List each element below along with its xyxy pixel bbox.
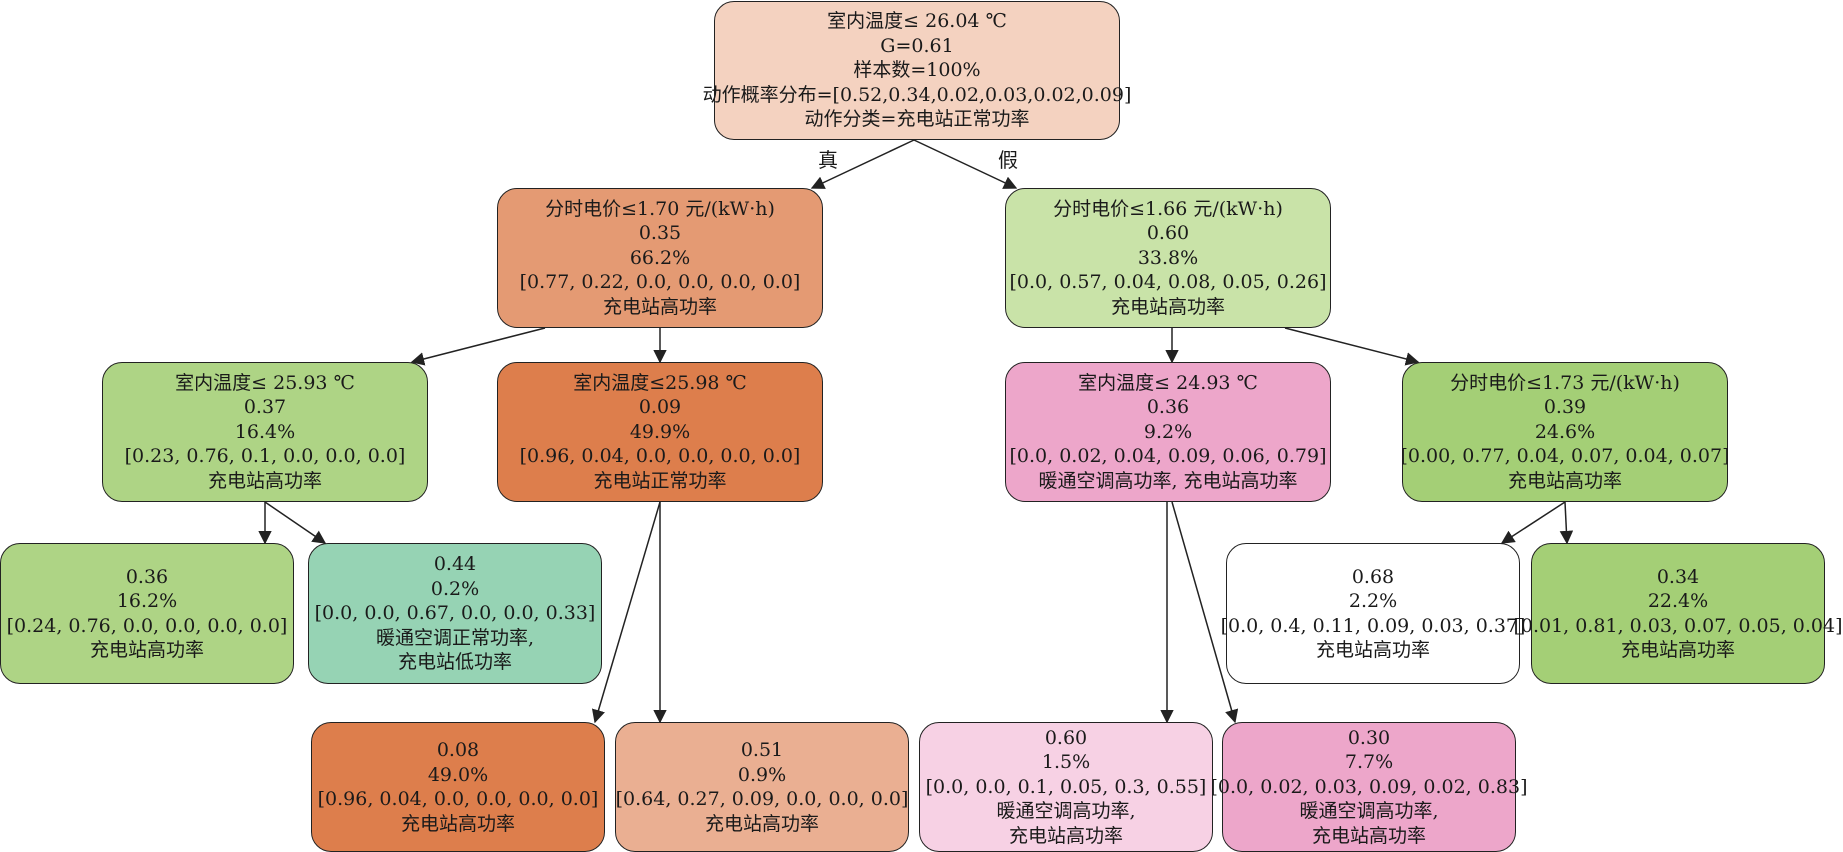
node-text-line: 室内温度≤25.98 ℃: [573, 371, 747, 394]
node-text-line: 49.9%: [629, 420, 691, 443]
node-text-line: 充电站高功率: [1311, 824, 1426, 847]
node-text-line: [0.0, 0.57, 0.04, 0.08, 0.05, 0.26]: [1009, 271, 1327, 294]
node-text-line: 动作分类=充电站正常功率: [804, 108, 1030, 131]
edge-n3-n8: [264, 501, 327, 544]
node-text-line: 0.36: [1146, 396, 1190, 419]
node-text-line: [0.77, 0.22, 0.0, 0.0, 0.0, 0.0]: [519, 271, 801, 294]
node-text-line: 0.36: [125, 565, 169, 588]
node-text-line: 室内温度≤ 25.93 ℃: [175, 371, 355, 394]
node-text-line: 充电站高功率: [400, 812, 515, 835]
node-text-line: 暖通空调高功率,: [996, 800, 1136, 823]
edge-n6-n10: [1559, 501, 1574, 545]
node-text-line: 9.2%: [1143, 420, 1193, 443]
node-text-line: [0.96, 0.04, 0.0, 0.0, 0.0, 0.0]: [519, 445, 801, 468]
edge-label-false: 假: [998, 148, 1018, 172]
node-text-line: 室内温度≤ 24.93 ℃: [1078, 371, 1258, 394]
node-text-line: 充电站高功率: [1620, 639, 1735, 661]
node-text-line: 0.34: [1656, 565, 1700, 588]
node-text-line: 22.4%: [1647, 590, 1709, 612]
node-text-line: 充电站正常功率: [593, 469, 727, 492]
node-text-line: [0.0, 0.02, 0.03, 0.09, 0.02, 0.83]: [1210, 775, 1528, 798]
node-text-line: [0.24, 0.76, 0.0, 0.0, 0.0, 0.0]: [6, 614, 288, 637]
node-text-line: 分时电价≤1.70 元/(kW·h): [545, 197, 775, 220]
node-text-line: 充电站高功率: [704, 812, 819, 835]
node-text-line: 充电站高功率: [89, 639, 204, 661]
node-text-line: 充电站高功率: [207, 469, 322, 492]
node-text-line: [0.0, 0.02, 0.04, 0.09, 0.06, 0.79]: [1009, 445, 1327, 468]
node-text-line: [0.96, 0.04, 0.0, 0.0, 0.0, 0.0]: [317, 788, 599, 810]
node-text-line: 0.30: [1347, 726, 1391, 749]
edge-n4-n11: [591, 501, 661, 724]
node-text-line: 0.37: [243, 396, 287, 419]
node-text-line: 充电站高功率: [602, 295, 717, 318]
node-text-line: 暖通空调高功率,: [1299, 800, 1439, 823]
node-text-line: 动作概率分布=[0.52,0.34,0.02,0.03,0.02,0.09]: [702, 83, 1132, 106]
node-text-line: 49.0%: [427, 763, 489, 786]
node-text-line: 充电站高功率: [1008, 824, 1123, 847]
node-text-line: 充电站高功率: [1110, 295, 1225, 318]
node-text-line: [0.01, 0.81, 0.03, 0.07, 0.05, 0.04]: [1513, 614, 1843, 637]
node-text-line: 暖通空调高功率, 充电站高功率: [1038, 469, 1298, 492]
node-text-line: [0.0, 0.0, 0.67, 0.0, 0.0, 0.33]: [314, 602, 596, 625]
node-text-line: 0.2%: [430, 577, 480, 600]
edge-n5-n14: [1171, 501, 1239, 724]
node-text-line: 1.5%: [1041, 751, 1091, 774]
edge-n0-n2: [913, 139, 1018, 189]
node-text-line: 24.6%: [1534, 420, 1596, 443]
node-text-line: 分时电价≤1.73 元/(kW·h): [1450, 371, 1680, 394]
node-text-line: 0.9%: [737, 763, 787, 786]
node-text-line: 室内温度≤ 26.04 ℃: [827, 10, 1007, 33]
node-text-line: 分时电价≤1.66 元/(kW·h): [1053, 197, 1283, 220]
node-text-line: 暖通空调正常功率,: [375, 626, 535, 649]
node-text-line: 0.44: [433, 553, 477, 576]
node-text-line: 样本数=100%: [853, 59, 981, 82]
node-text-line: [0.0, 0.0, 0.1, 0.05, 0.3, 0.55]: [925, 775, 1207, 798]
node-text-line: G=0.61: [880, 34, 954, 57]
node-text-line: 0.08: [436, 739, 480, 761]
edge-label-true: 真: [818, 148, 838, 172]
node-text-line: [0.00, 0.77, 0.04, 0.07, 0.04, 0.07]: [1400, 445, 1730, 468]
node-text-line: 0.60: [1146, 222, 1190, 245]
node-text-line: 7.7%: [1344, 751, 1394, 774]
node-text-line: [0.0, 0.4, 0.11, 0.09, 0.03, 0.37]: [1220, 614, 1526, 637]
edge-n6-n9: [1500, 501, 1566, 544]
node-text-line: 0.51: [740, 739, 784, 761]
node-text-line: 16.4%: [234, 420, 296, 443]
edge-n1-n3: [410, 327, 546, 366]
node-text-line: 0.68: [1351, 565, 1395, 588]
node-text-line: 0.39: [1543, 396, 1587, 419]
node-text-line: 充电站低功率: [397, 651, 512, 674]
node-text-line: 0.60: [1044, 726, 1088, 749]
node-text-line: 2.2%: [1348, 590, 1398, 612]
node-text-line: 66.2%: [629, 246, 691, 269]
edge-n2-n6: [1284, 327, 1420, 366]
node-text-line: 33.8%: [1137, 246, 1199, 269]
node-text-line: [0.64, 0.27, 0.09, 0.0, 0.0, 0.0]: [615, 788, 909, 810]
node-text-line: 充电站高功率: [1315, 639, 1430, 661]
node-text-line: 0.35: [638, 222, 682, 245]
node-text-line: 充电站高功率: [1507, 469, 1622, 492]
node-text-line: 16.2%: [116, 590, 178, 612]
node-text-line: [0.23, 0.76, 0.1, 0.0, 0.0, 0.0]: [124, 445, 406, 468]
edge-n0-n1: [810, 139, 915, 189]
node-text-line: 0.09: [638, 396, 682, 419]
